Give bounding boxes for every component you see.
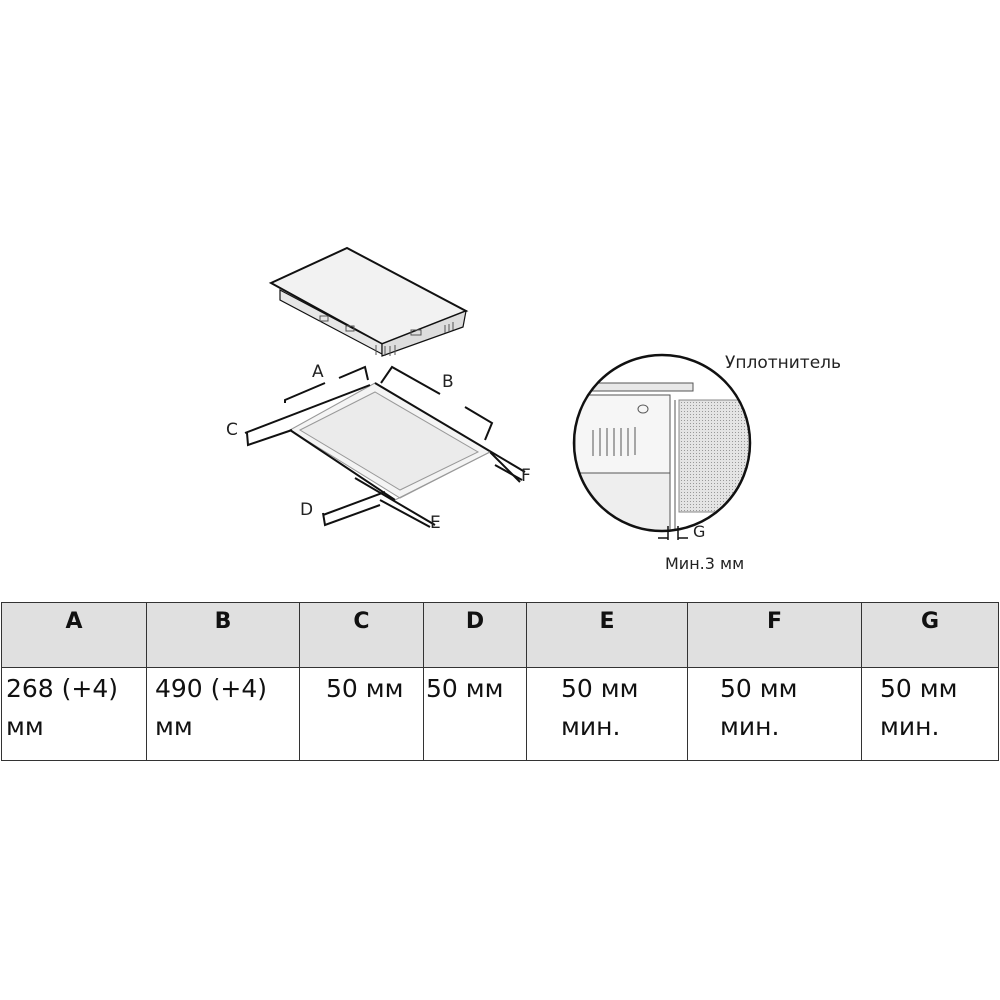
label-a: A <box>312 362 324 382</box>
seal-detail: G Уплотнитель Мин.3 мм <box>572 353 841 573</box>
value-e: 50 мм мин. <box>526 667 688 761</box>
label-b: B <box>442 372 454 392</box>
seal-label: Уплотнитель <box>725 353 841 373</box>
hob-illustration <box>268 246 469 357</box>
table-row: 268 (+4) мм 490 (+4) мм 50 мм 50 мм 50 м… <box>1 667 999 761</box>
worktop-cutout <box>244 365 526 528</box>
header-d: D <box>423 602 527 668</box>
value-f: 50 мм мин. <box>687 667 862 761</box>
value-c: 50 мм <box>299 667 424 761</box>
label-c: C <box>226 420 238 440</box>
installation-diagram: A B C D E F G Уплотнитель Мин.3 мм <box>226 246 841 573</box>
header-b: B <box>146 602 300 668</box>
label-e: E <box>430 513 441 533</box>
header-e: E <box>526 602 688 668</box>
dimension-labels: A B C D E F <box>226 362 531 533</box>
dimensions-table: A B C D E F G 268 (+4) мм 490 (+4) мм 50… <box>1 602 999 761</box>
label-d: D <box>300 500 313 520</box>
header-f: F <box>687 602 862 668</box>
value-a: 268 (+4) мм <box>1 667 147 761</box>
min-gap-label: Мин.3 мм <box>665 554 744 573</box>
header-c: C <box>299 602 424 668</box>
label-f: F <box>521 466 531 486</box>
value-g: 50 мм мин. <box>861 667 999 761</box>
value-d: 50 мм <box>423 667 527 761</box>
header-a: A <box>1 602 147 668</box>
table-header-row: A B C D E F G <box>1 602 999 668</box>
value-b: 490 (+4) мм <box>146 667 300 761</box>
header-g: G <box>861 602 999 668</box>
label-g: G <box>693 522 705 541</box>
